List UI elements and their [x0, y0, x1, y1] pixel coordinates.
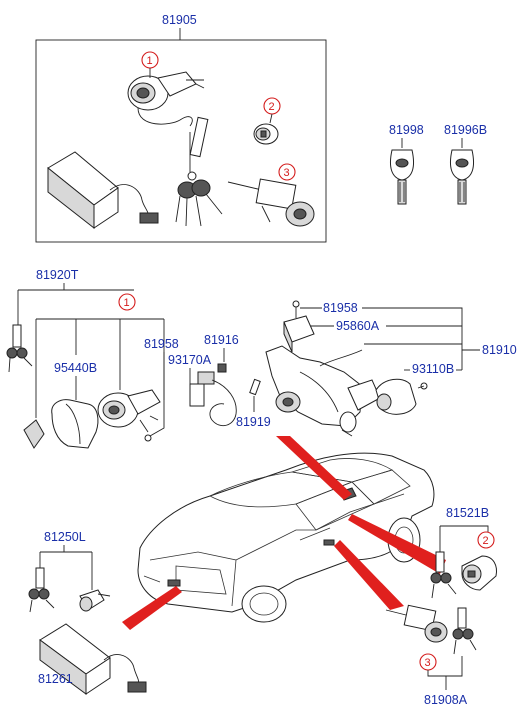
door-handle-mark: [323, 539, 335, 546]
fob-keys: 81998 81996B: [389, 123, 487, 205]
door-cylinder-small-part[interactable]: [253, 123, 279, 145]
part-number-93110B[interactable]: 93110B: [412, 362, 454, 376]
part-number-81996B[interactable]: 81996B: [444, 123, 487, 137]
housing-81261-part[interactable]: [39, 623, 147, 695]
key-81998-part[interactable]: [389, 149, 415, 205]
key-pair-81908A-part[interactable]: [452, 607, 477, 655]
bolt-81919-part[interactable]: [249, 378, 261, 396]
pointer-door: [348, 514, 446, 574]
screw-81958-left[interactable]: [144, 434, 152, 442]
part-number-81919[interactable]: 81919: [236, 415, 271, 429]
steering-lock-assembly-part[interactable]: [265, 345, 381, 437]
bracket-95860A-part[interactable]: [283, 315, 315, 353]
trunk-cylinder-part[interactable]: [461, 555, 497, 591]
immobilizer-housing-part[interactable]: [47, 151, 159, 230]
pointer-ignition: [276, 436, 352, 500]
part-number-81920T[interactable]: 81920T: [36, 268, 79, 282]
switch-93110B-part[interactable]: [375, 378, 428, 415]
part-number-95440B[interactable]: 95440B: [54, 361, 97, 375]
lock-cylinder-part[interactable]: [127, 71, 205, 127]
part-number-81521B[interactable]: 81521B: [446, 506, 489, 520]
part-number-81998[interactable]: 81998: [389, 123, 424, 137]
part-number-93170A[interactable]: 93170A: [168, 353, 212, 367]
assembly-frame: [35, 39, 327, 243]
assembly-81920T: 81920T 1 95440B 8195: [6, 268, 239, 449]
key-81996B-part[interactable]: [449, 149, 475, 205]
part-number-95860A[interactable]: 95860A: [336, 319, 380, 333]
part-number-81250L[interactable]: 81250L: [44, 530, 86, 544]
cover-95440B-part[interactable]: [23, 399, 99, 449]
part-number-81910[interactable]: 81910: [482, 343, 517, 357]
part-number-81958-right[interactable]: 81958: [323, 301, 358, 315]
trunk-key-pair-part[interactable]: [430, 551, 457, 599]
key-pair-part[interactable]: [6, 324, 33, 373]
trunk-lock-mark: [167, 579, 181, 587]
callout-2-bottom-label: 2: [483, 535, 489, 547]
callout-1-mid: [118, 293, 136, 311]
door-lock-cylinder-part[interactable]: [227, 178, 315, 227]
assembly-81908A: 3 81908A: [385, 604, 477, 707]
key-pair-81250L-part[interactable]: [28, 567, 55, 613]
assembly-81910: 81958 95860A 81910 93110B: [236, 300, 517, 437]
callout-1-mid-label: 1: [124, 297, 130, 309]
switch-93170A-part[interactable]: [189, 363, 237, 427]
door-lock-81908A-part[interactable]: [385, 604, 448, 643]
cylinder-81250L-part[interactable]: [79, 589, 111, 612]
callout-2-top-label: 2: [269, 101, 275, 113]
pointer-trunk: [122, 586, 182, 630]
assembly-81905: 81905 1 2: [35, 13, 327, 243]
part-number-81908A[interactable]: 81908A: [424, 693, 468, 707]
callout-3-top-label: 3: [284, 167, 290, 179]
pointer-door-lock: [334, 540, 404, 610]
part-number-81916[interactable]: 81916: [204, 333, 239, 347]
ignition-switch-part[interactable]: [97, 389, 161, 433]
callout-3-bottom-label: 3: [425, 657, 431, 669]
part-number-81958-left[interactable]: 81958: [144, 337, 179, 351]
assembly-81521B: 81521B 2: [430, 506, 497, 599]
callout-3-top: [278, 163, 296, 181]
location-pointers: [122, 436, 446, 630]
part-number-81905[interactable]: 81905: [162, 13, 197, 27]
callout-1-top-label: 1: [147, 55, 153, 67]
screw-81958-right[interactable]: [292, 300, 300, 318]
part-number-81261[interactable]: 81261: [38, 672, 73, 686]
key-set-part[interactable]: [175, 116, 223, 227]
assembly-81250L: 81250L 81261: [28, 530, 147, 695]
callout-2-bottom: [477, 531, 495, 549]
